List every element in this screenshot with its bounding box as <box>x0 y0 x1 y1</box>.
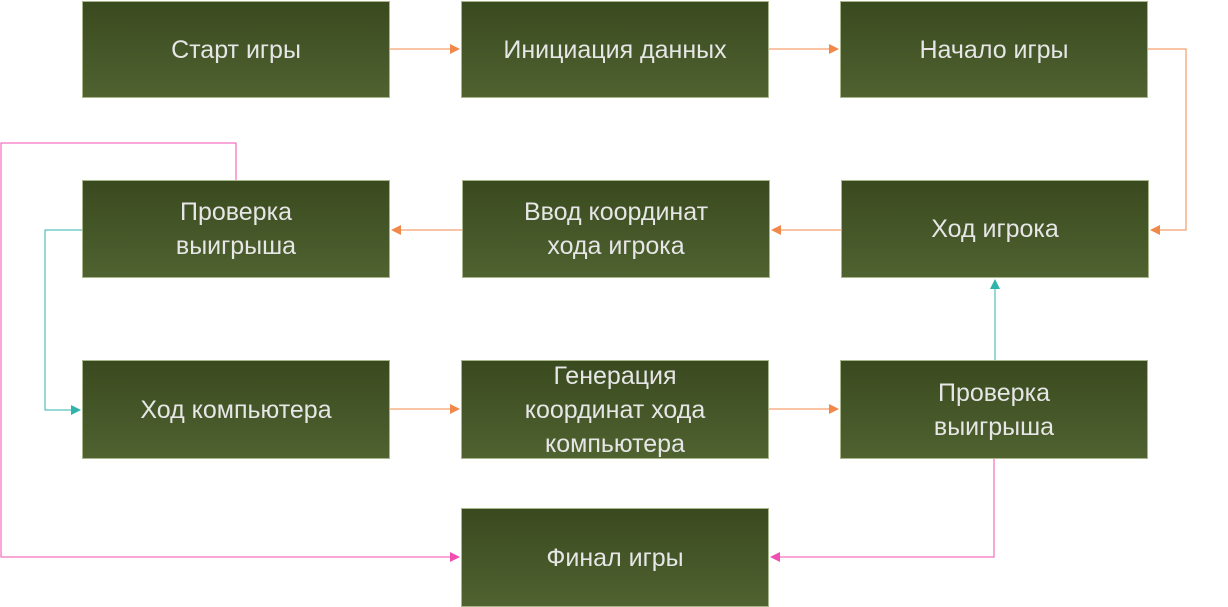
node-computer-turn: Ход компьютера <box>82 360 390 459</box>
node-computer-gen: Генерация координат хода компьютера <box>461 360 769 459</box>
node-check-win-left: Проверка выигрыша <box>82 180 390 278</box>
node-begin-game: Начало игры <box>840 1 1148 98</box>
node-final-game-label: Финал игры <box>546 543 684 572</box>
node-computer-gen-label: Генерация координат хода компьютера <box>524 361 706 458</box>
node-check-win-left-label: Проверка выигрыша <box>175 198 297 260</box>
node-start-game: Старт игры <box>82 1 390 98</box>
node-player-turn-label: Ход игрока <box>931 215 1059 243</box>
node-start-game-label: Старт игры <box>171 35 301 64</box>
node-begin-game-label: Начало игры <box>919 35 1069 64</box>
node-init-data-label: Инициация данных <box>503 35 727 64</box>
node-check-win-right-label: Проверка выигрыша <box>933 378 1055 441</box>
node-player-input: Ввод координат хода игрока <box>462 180 770 278</box>
node-final-game: Финал игры <box>461 508 769 607</box>
node-init-data: Инициация данных <box>461 1 769 98</box>
node-computer-turn-label: Ход компьютера <box>140 395 332 424</box>
arrow-check-right-to-final <box>770 459 995 562</box>
arrow-check-left-to-final <box>0 142 460 562</box>
arrow-check-to-computer <box>44 229 82 415</box>
node-player-input-label: Ввод координат хода игрока <box>523 198 709 260</box>
node-check-win-right: Проверка выигрыша <box>840 360 1148 459</box>
node-player-turn: Ход игрока <box>841 180 1149 278</box>
arrow-begin-to-player <box>1148 48 1187 235</box>
